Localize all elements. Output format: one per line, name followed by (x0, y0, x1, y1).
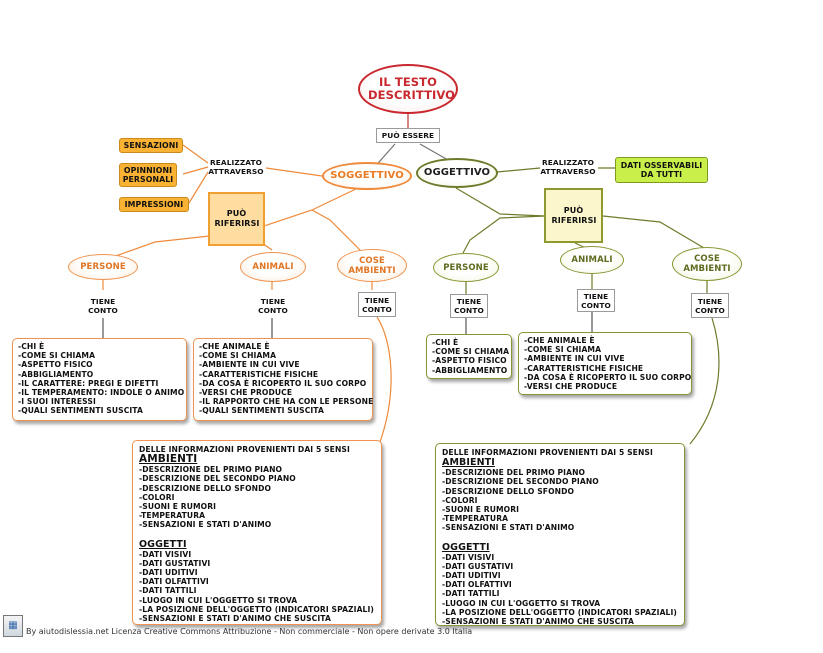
oggettivo-animali-node: ANIMALI (560, 246, 624, 274)
soggettivo-cose-tiene-conto: TIENE CONTO (358, 292, 396, 317)
list-item: -CARATTERISTICHE FISICHE (199, 369, 319, 379)
list-item: -COME SI CHIAMA (432, 347, 510, 357)
soggettivo-node: SOGGETTIVO (322, 162, 412, 190)
list-item: -TEMPERATURA (139, 511, 206, 521)
list-item: -DATI OLFATTIVI (139, 577, 209, 587)
soggettivo-cose-ambienti-node: COSE AMBIENTI (337, 249, 407, 282)
soggettivo-animali-tiene-conto: TIENE CONTO (258, 297, 288, 315)
mode-sensazioni: SENSAZIONI (119, 138, 183, 153)
list-item: -DATI TATTILI (139, 586, 197, 596)
list-item: -QUALI SENTIMENTI SUSCITA (199, 406, 324, 416)
oggettivo-animali-tiene-conto: TIENE CONTO (577, 289, 615, 312)
list-item: -COLORI (139, 492, 175, 502)
oggettivo-realized-label: REALIZZATO ATTRAVERSO (540, 158, 596, 176)
list-item: -CHI È (432, 338, 459, 347)
oggettivo-node: OGGETTIVO (416, 158, 498, 188)
soggettivo-refer-node: PUÒ RIFERIRSI (208, 192, 265, 246)
list-item: -CHE ANIMALE È (199, 342, 270, 351)
list-item: -DESCRIZIONE DELLO SFONDO (139, 483, 272, 493)
soggettivo-animali-list: -CHE ANIMALE È -COME SI CHIAMA -AMBIENTE… (193, 338, 373, 421)
oggettivo-cose-ambienti-node: COSE AMBIENTI (672, 247, 742, 281)
ambienti-heading: AMBIENTI (442, 457, 495, 469)
list-item: -SUONI E RUMORI (442, 505, 520, 515)
oggettivo-cose-tiene-conto: TIENE CONTO (691, 293, 729, 318)
list-item: -SENSAZIONI E STATI D'ANIMO (139, 520, 272, 530)
oggetti-heading: OGGETTI (442, 541, 490, 553)
list-item: -DATI VISIVI (139, 549, 192, 559)
list-item: -ABBIGLIAMENTO (432, 365, 508, 375)
title-text: IL TESTO DESCRITTIVO (368, 75, 456, 102)
list-item: -IL CARATTERE: PREGI E DIFETTI (18, 378, 159, 388)
oggettivo-persone-list: -CHI È -COME SI CHIAMA -ASPETTO FISICO -… (426, 334, 512, 379)
mode-opinioni: OPINNIONI PERSONALI (119, 163, 177, 187)
oggettivo-animali-list: -CHE ANIMALE È -COME SI CHIAMA -AMBIENTE… (518, 332, 692, 395)
soggettivo-realized-label: REALIZZATO ATTRAVERSO (208, 158, 264, 176)
oggettivo-info-box: DELLE INFORMAZIONI PROVENIENTI DAI 5 SEN… (435, 443, 685, 626)
list-item: -ABBIGLIAMENTO (18, 369, 94, 379)
can-be-label: PUÒ ESSERE (376, 128, 440, 143)
list-item: -DATI OLFATTIVI (442, 580, 512, 590)
oggettivo-refer-node: PUÒ RIFERIRSI (544, 188, 603, 243)
oggettivo-persone-tiene-conto: TIENE CONTO (450, 294, 488, 318)
list-item: -VERSI CHE PRODUCE (524, 382, 618, 392)
list-item: -TEMPERATURA (442, 514, 509, 524)
list-item: -CARATTERISTICHE FISICHE (524, 363, 644, 373)
mode-dati-osservabili: DATI OSSERVABILI DA TUTTI (615, 157, 708, 183)
list-item: -IL TEMPERAMENTO: INDOLE O ANIMO (18, 388, 185, 398)
info-header: DELLE INFORMAZIONI PROVENIENTI DAI 5 SEN… (442, 448, 653, 457)
list-item: -DATI TATTILI (442, 589, 500, 599)
oggettivo-persone-node: PERSONE (433, 253, 499, 282)
list-item: -SENSAZIONI E STATI D'ANIMO CHE SUSCITA (139, 614, 331, 624)
list-item: -SUONI E RUMORI (139, 502, 217, 512)
map-app-icon: ▦ (3, 615, 23, 637)
soggettivo-animali-node: ANIMALI (240, 252, 306, 282)
mode-impressioni: IMPRESSIONI (119, 197, 189, 212)
list-item: -DATI GUSTATIVI (139, 558, 211, 568)
soggettivo-persone-node: PERSONE (68, 254, 138, 280)
list-item: -SENSAZIONI E STATI D'ANIMO CHE SUSCITA (442, 617, 634, 627)
list-item: -COME SI CHIAMA (524, 345, 602, 355)
list-item: -LA POSIZIONE DELL'OGGETTO (INDICATORI S… (442, 607, 677, 617)
oggetti-heading: OGGETTI (139, 538, 187, 550)
list-item: -CHE ANIMALE È (524, 336, 595, 345)
title-node: IL TESTO DESCRITTIVO (358, 64, 458, 114)
list-item: -VERSI CHE PRODUCE (199, 388, 293, 398)
ambienti-heading: AMBIENTI (139, 453, 198, 466)
list-item: -DATI UDITIVI (139, 568, 198, 578)
list-item: -COME SI CHIAMA (199, 351, 277, 361)
list-item: -DA COSA È RICOPERTO IL SUO CORPO (524, 372, 692, 382)
list-item: -QUALI SENTIMENTI SUSCITA (18, 406, 143, 416)
list-item: -DATI GUSTATIVI (442, 561, 514, 571)
info-header: DELLE INFORMAZIONI PROVENIENTI DAI 5 SEN… (139, 445, 350, 454)
list-item: -DATI VISIVI (442, 552, 495, 562)
list-item: -AMBIENTE IN CUI VIVE (199, 360, 300, 370)
list-item: -CHI È (18, 342, 45, 351)
list-item: -SENSAZIONI E STATI D'ANIMO (442, 523, 575, 533)
list-item: -COME SI CHIAMA (18, 351, 96, 361)
list-item: -DESCRIZIONE DELLO SFONDO (442, 486, 575, 496)
list-item: -DA COSA È RICOPERTO IL SUO CORPO (199, 378, 367, 388)
license-footer: By aiutodislessia.net Licenza Creative C… (26, 627, 473, 636)
list-item: -AMBIENTE IN CUI VIVE (524, 354, 625, 364)
list-item: -DESCRIZIONE DEL PRIMO PIANO (442, 468, 586, 478)
list-item: -COLORI (442, 495, 478, 505)
list-item: -I SUOI INTERESSI (18, 397, 96, 407)
soggettivo-persone-list: -CHI È -COME SI CHIAMA -ASPETTO FISICO -… (12, 338, 187, 421)
list-item: -ASPETTO FISICO (432, 356, 507, 366)
list-item: -LUOGO IN CUI L'OGGETTO SI TROVA (139, 595, 298, 605)
list-item: -DESCRIZIONE DEL SECONDO PIANO (442, 477, 599, 487)
list-item: -LUOGO IN CUI L'OGGETTO SI TROVA (442, 598, 601, 608)
soggettivo-persone-tiene-conto: TIENE CONTO (88, 297, 118, 315)
list-item: -DATI UDITIVI (442, 571, 501, 581)
list-item: -ASPETTO FISICO (18, 360, 93, 370)
soggettivo-info-box: DELLE INFORMAZIONI PROVENIENTI DAI 5 SEN… (132, 440, 382, 625)
list-item: -IL RAPPORTO CHE HA CON LE PERSONE (199, 397, 374, 407)
list-item: -LA POSIZIONE DELL'OGGETTO (INDICATORI S… (139, 604, 374, 614)
list-item: -DESCRIZIONE DEL PRIMO PIANO (139, 465, 283, 475)
list-item: -DESCRIZIONE DEL SECONDO PIANO (139, 474, 296, 484)
